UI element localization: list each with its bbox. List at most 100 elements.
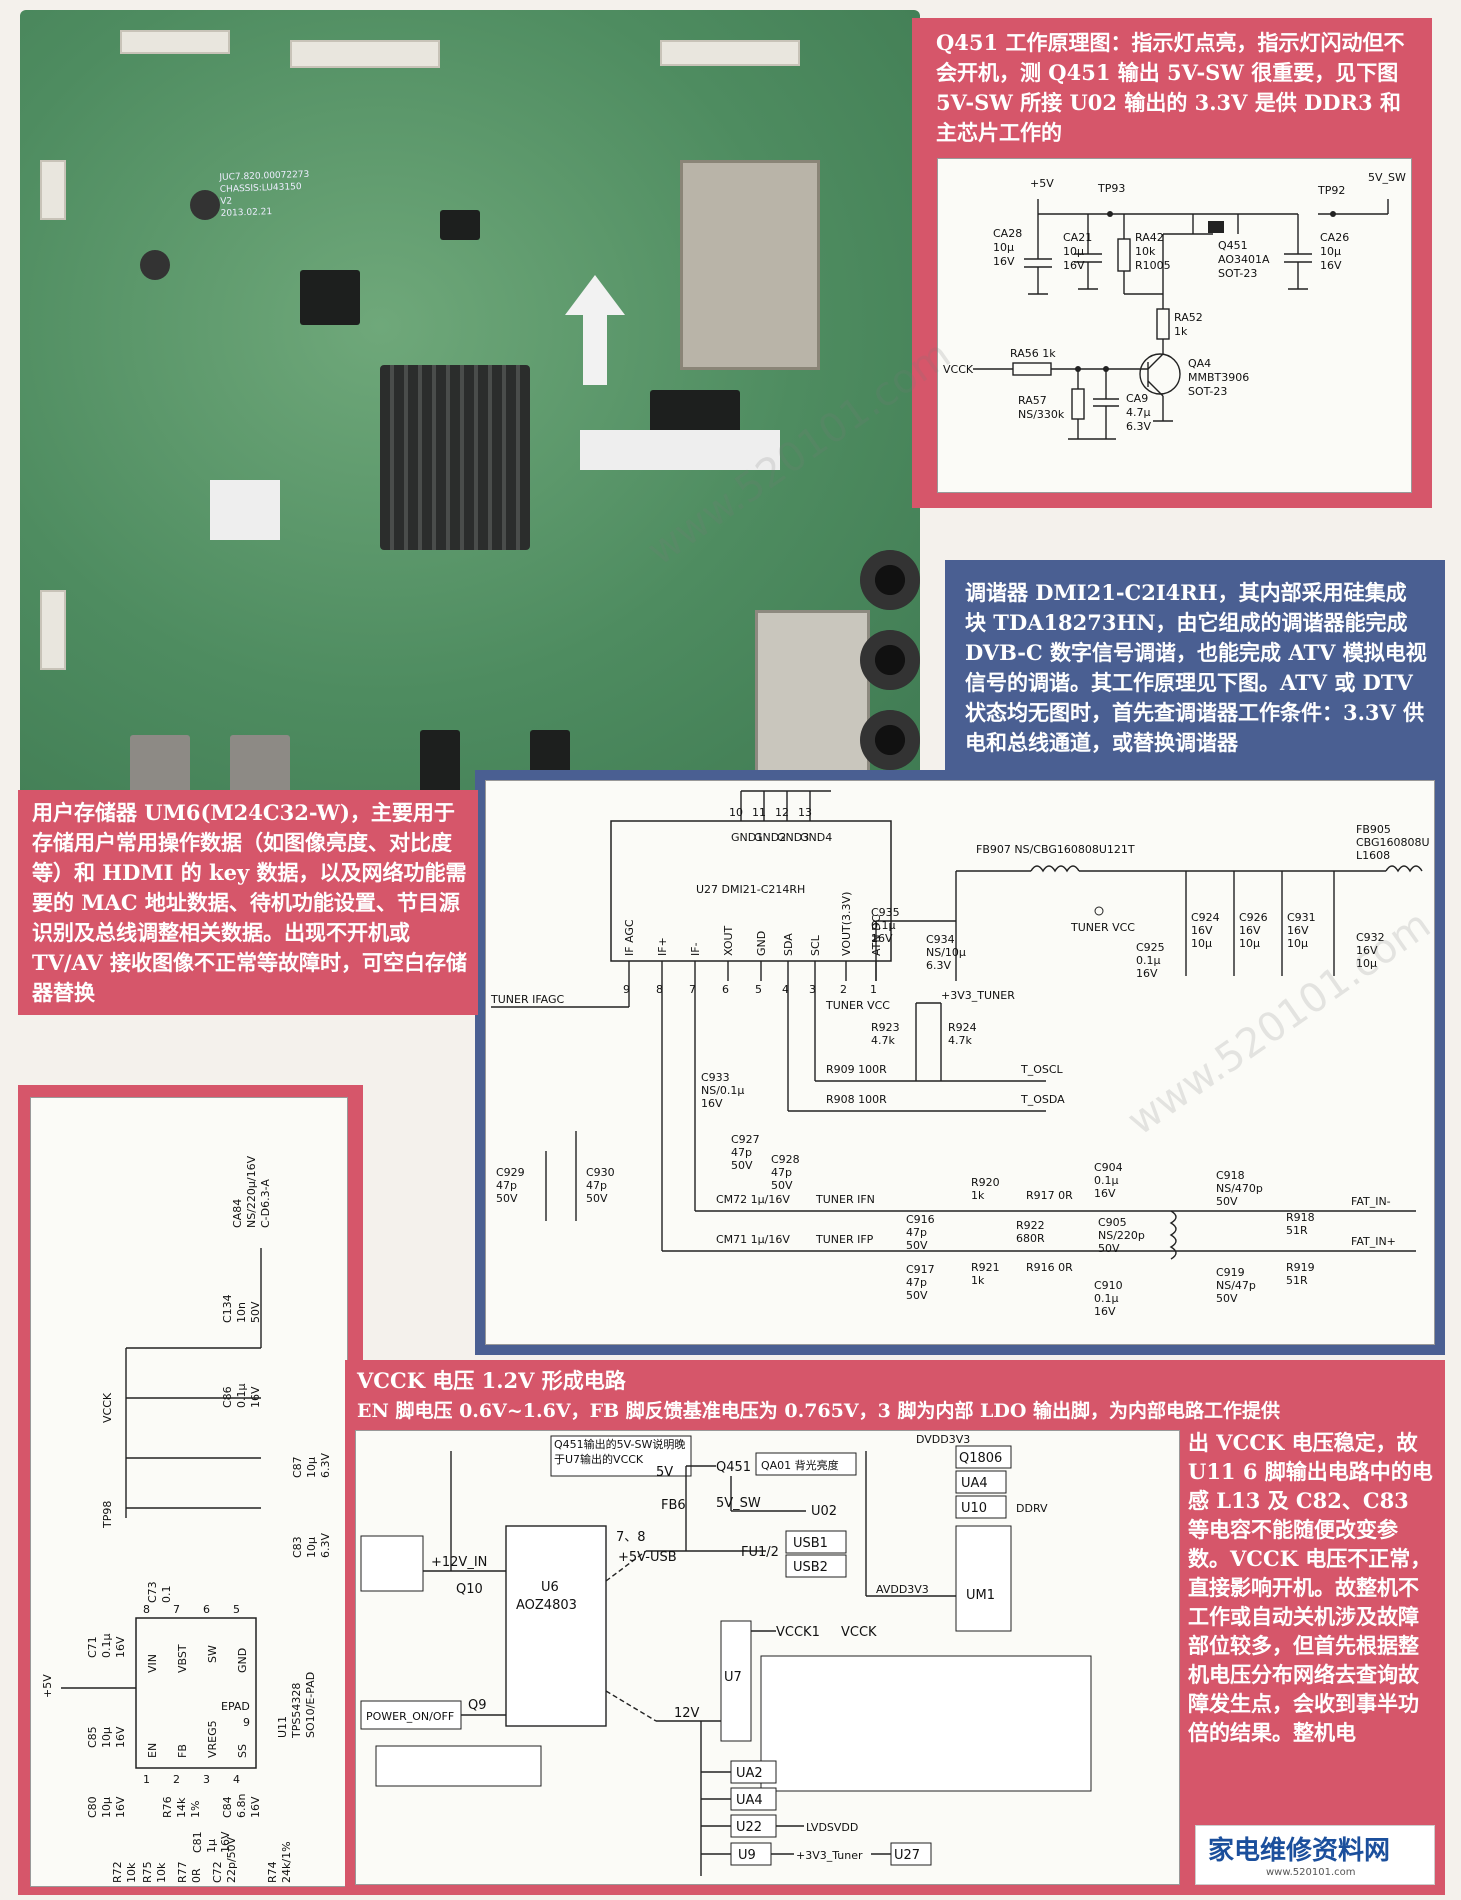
tuner-schematic: U27 DMI21-C214RH GND1 GND2 GND3 GND4 10 … <box>485 780 1435 1345</box>
vcck-side-text: 出 VCCK 电压稳定，故 U11 6 脚输出电路中的电感 L13 及 C82、… <box>1188 1430 1433 1745</box>
pcb-connector <box>40 160 66 220</box>
svg-text:6.3V: 6.3V <box>319 1453 332 1478</box>
svg-text:FB6: FB6 <box>661 1498 686 1513</box>
site-logo: 家电维修资料网 www.520101.com <box>1195 1825 1435 1885</box>
svg-text:QA01 背光亮度: QA01 背光亮度 <box>761 1458 839 1472</box>
svg-text:16V: 16V <box>701 1097 723 1110</box>
tuner-callout: 调谐器 DMI21-C2I4RH，其内部采用硅集成块 TDA18273HN，由它… <box>945 560 1445 775</box>
svg-text:7、8: 7、8 <box>616 1530 646 1545</box>
svg-text:R72: R72 <box>111 1861 124 1883</box>
svg-text:CM72 1μ/16V: CM72 1μ/16V <box>716 1193 790 1206</box>
tuner-module <box>755 610 870 790</box>
svg-text:16V: 16V <box>993 255 1015 268</box>
svg-text:16V: 16V <box>1356 944 1378 957</box>
svg-text:TP98: TP98 <box>101 1501 114 1529</box>
svg-text:SW: SW <box>206 1645 219 1663</box>
svg-text:L1608: L1608 <box>1356 849 1390 862</box>
hdmi-port <box>230 735 290 800</box>
svg-text:RA52: RA52 <box>1174 311 1203 324</box>
svg-text:C924: C924 <box>1191 911 1220 924</box>
svg-text:50V: 50V <box>1098 1242 1120 1255</box>
svg-text:T_OSDA: T_OSDA <box>1020 1093 1065 1106</box>
pcb-capacitor <box>140 250 170 280</box>
svg-text:+12V_IN: +12V_IN <box>431 1555 487 1570</box>
main-chip-heatsink <box>380 365 530 550</box>
svg-text:5V_SW: 5V_SW <box>716 1496 761 1511</box>
usb-port <box>420 730 460 800</box>
card-slot <box>680 160 820 370</box>
svg-text:GND4: GND4 <box>800 831 832 844</box>
svg-text:50V: 50V <box>249 1301 262 1323</box>
svg-text:U10: U10 <box>961 1501 987 1516</box>
hdmi-port <box>130 735 190 800</box>
svg-text:SO10/E-PAD: SO10/E-PAD <box>304 1672 317 1738</box>
svg-text:CA9: CA9 <box>1126 392 1148 405</box>
svg-text:C86: C86 <box>221 1386 234 1408</box>
svg-text:UM1: UM1 <box>966 1588 995 1603</box>
svg-text:C905: C905 <box>1098 1216 1127 1229</box>
svg-text:10k: 10k <box>125 1862 138 1883</box>
svg-text:R921: R921 <box>971 1261 1000 1274</box>
svg-text:47p: 47p <box>906 1276 927 1289</box>
svg-text:UA4: UA4 <box>736 1793 763 1808</box>
pcb-connector <box>290 40 440 68</box>
svg-text:13: 13 <box>798 806 812 819</box>
svg-text:R920: R920 <box>971 1176 1000 1189</box>
svg-text:47p: 47p <box>496 1179 517 1192</box>
svg-text:CA21: CA21 <box>1063 231 1092 244</box>
svg-text:16V: 16V <box>1320 259 1342 272</box>
u11-frame: CA84 NS/220μ/16V C-D6.3-A C134 10n 50V C… <box>18 1085 363 1895</box>
svg-text:C932: C932 <box>1356 931 1385 944</box>
av-jack <box>860 710 920 770</box>
svg-text:50V: 50V <box>906 1289 928 1302</box>
svg-text:16V: 16V <box>1094 1187 1116 1200</box>
svg-text:R76: R76 <box>161 1796 174 1818</box>
svg-text:U22: U22 <box>736 1820 762 1835</box>
svg-text:+5V: +5V <box>1030 177 1054 190</box>
vcck-callout: VCCK 电压 1.2V 形成电路 EN 脚电压 0.6V~1.6V，FB 脚反… <box>345 1360 1445 1895</box>
svg-text:C933: C933 <box>701 1071 730 1084</box>
svg-text:GND3: GND3 <box>777 831 809 844</box>
svg-text:EPAD: EPAD <box>221 1700 250 1713</box>
svg-text:RA42: RA42 <box>1135 231 1164 244</box>
svg-text:UA4: UA4 <box>961 1476 988 1491</box>
svg-text:16V: 16V <box>219 1831 232 1853</box>
svg-text:FAT_IN-: FAT_IN- <box>1351 1195 1391 1208</box>
svg-text:C80: C80 <box>86 1796 99 1818</box>
svg-text:QA4: QA4 <box>1188 357 1211 370</box>
svg-text:0.1μ: 0.1μ <box>1094 1292 1119 1305</box>
svg-text:10μ: 10μ <box>100 1797 113 1818</box>
svg-text:R909 100R: R909 100R <box>826 1063 887 1076</box>
svg-text:RA56 1k: RA56 1k <box>1010 347 1056 360</box>
svg-text:16V: 16V <box>114 1796 127 1818</box>
svg-text:4.7k: 4.7k <box>871 1034 895 1047</box>
svg-text:5: 5 <box>755 983 762 996</box>
svg-text:47p: 47p <box>731 1146 752 1159</box>
svg-text:TP93: TP93 <box>1097 182 1125 195</box>
svg-text:AVDD3V3: AVDD3V3 <box>876 1583 929 1596</box>
svg-text:C-D6.3-A: C-D6.3-A <box>259 1179 272 1228</box>
svg-text:51R: 51R <box>1286 1274 1308 1287</box>
svg-text:7: 7 <box>173 1603 180 1616</box>
svg-text:10k: 10k <box>155 1862 168 1883</box>
svg-text:+5V: +5V <box>41 1674 54 1698</box>
q451-schematic: +5V TP93 TP92 5V_SW CA28 10μ 16V CA21 10… <box>937 158 1412 493</box>
av-jack <box>860 630 920 690</box>
svg-text:TUNER VCC: TUNER VCC <box>1070 921 1135 934</box>
svg-text:USB2: USB2 <box>793 1560 828 1575</box>
svg-text:FAT_IN+: FAT_IN+ <box>1351 1235 1396 1248</box>
svg-text:+3V3_Tuner: +3V3_Tuner <box>796 1849 863 1862</box>
av-jack <box>860 550 920 610</box>
svg-text:VIN: VIN <box>146 1654 159 1673</box>
svg-text:VCCK1: VCCK1 <box>776 1625 820 1640</box>
svg-text:50V: 50V <box>496 1192 518 1205</box>
svg-text:10μ: 10μ <box>1239 937 1260 950</box>
svg-text:TUNER VCC: TUNER VCC <box>825 999 890 1012</box>
svg-text:47p: 47p <box>771 1166 792 1179</box>
u11-schematic: CA84 NS/220μ/16V C-D6.3-A C134 10n 50V C… <box>30 1097 348 1887</box>
svg-text:U6: U6 <box>541 1580 559 1595</box>
svg-text:NS/10μ: NS/10μ <box>926 946 966 959</box>
svg-text:C81: C81 <box>191 1831 204 1853</box>
svg-text:4.7μ: 4.7μ <box>1126 406 1151 419</box>
svg-text:9: 9 <box>623 983 630 996</box>
